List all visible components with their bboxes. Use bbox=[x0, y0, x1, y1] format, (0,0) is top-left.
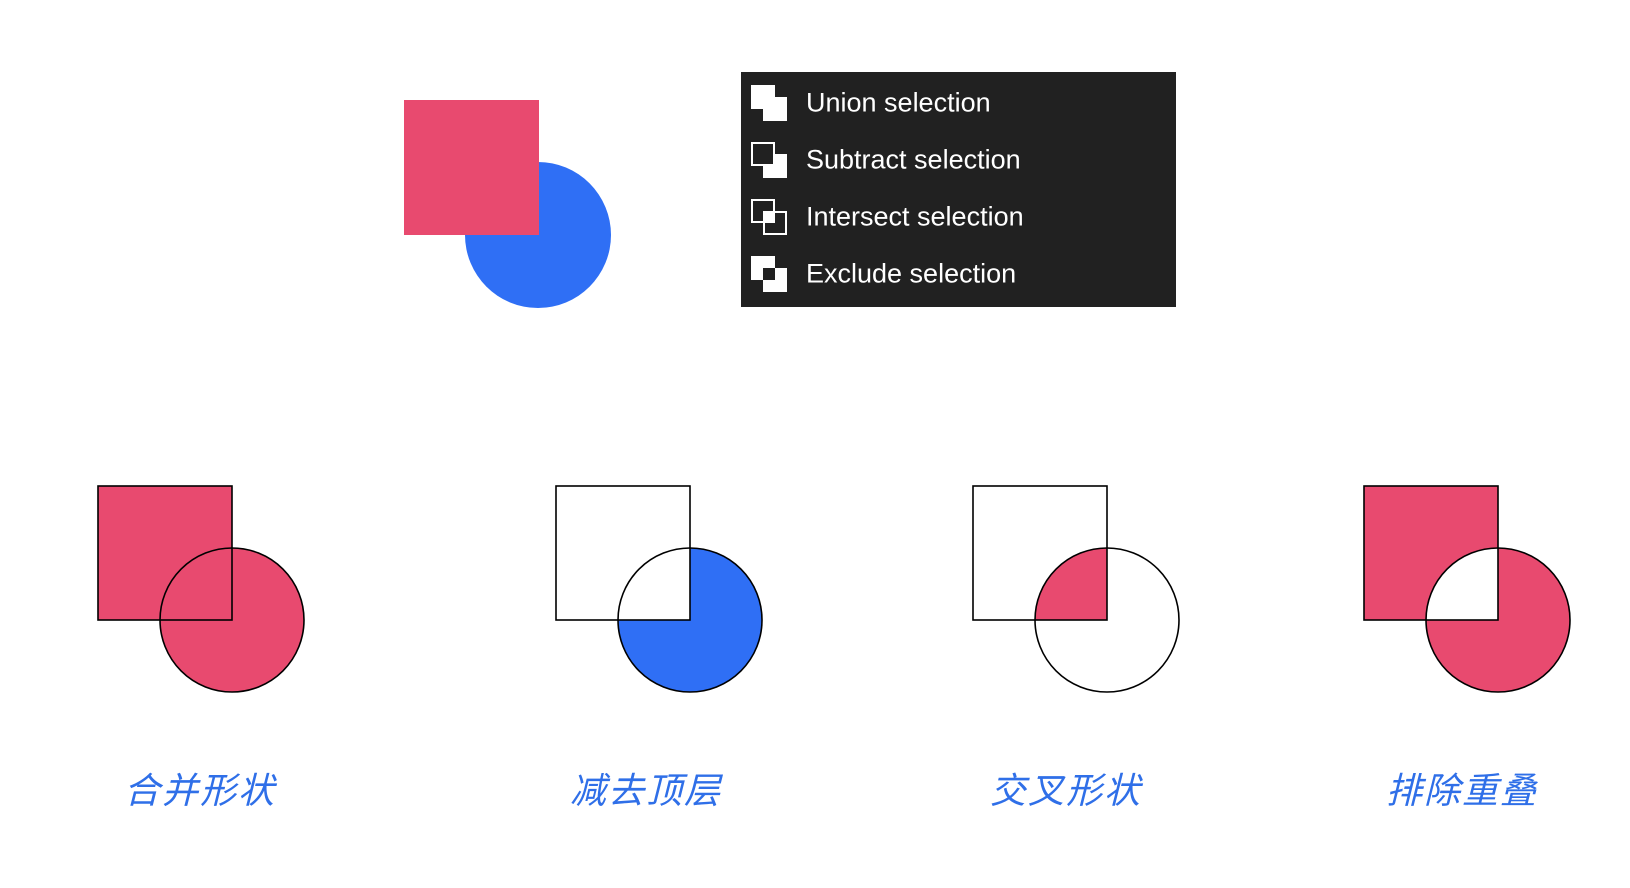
subtract-example bbox=[555, 485, 763, 693]
menu-item-label: Union selection bbox=[806, 87, 991, 118]
intersect-icon bbox=[751, 199, 787, 235]
intersect-circle-outline bbox=[1034, 547, 1180, 693]
menu-item-subtract[interactable]: Subtract selection bbox=[741, 135, 1176, 185]
exclude-icon bbox=[751, 256, 787, 292]
menu-item-label: Subtract selection bbox=[806, 144, 1021, 175]
menu-item-exclude[interactable]: Exclude selection bbox=[741, 249, 1176, 299]
union-icon bbox=[751, 85, 787, 121]
caption-union: 合并形状 bbox=[123, 771, 277, 812]
caption-intersect: 交叉形状 bbox=[989, 771, 1143, 812]
subtract-square-cut bbox=[556, 486, 690, 620]
source-shapes bbox=[404, 100, 611, 308]
subtract-icon bbox=[751, 142, 787, 178]
menu-item-label: Exclude selection bbox=[806, 258, 1017, 289]
source-square bbox=[404, 100, 539, 235]
menu-item-intersect[interactable]: Intersect selection bbox=[741, 192, 1176, 242]
union-circle-outline bbox=[159, 547, 305, 693]
subtract-circle-outline bbox=[617, 547, 763, 693]
boolean-operations-menu: Union selection Subtract selection Inter… bbox=[741, 72, 1176, 307]
subtract-square-outline bbox=[555, 485, 691, 621]
caption-subtract: 减去顶层 bbox=[569, 771, 723, 812]
caption-exclude: 排除重叠 bbox=[1385, 771, 1539, 812]
menu-item-label: Intersect selection bbox=[806, 201, 1024, 232]
exclude-overlap-hole bbox=[1426, 548, 1498, 620]
exclude-circle-outline bbox=[1425, 547, 1571, 693]
union-square-outline bbox=[97, 485, 233, 621]
intersect-example bbox=[972, 485, 1180, 693]
exclude-square-outline bbox=[1363, 485, 1499, 621]
intersect-square-outline bbox=[972, 485, 1108, 621]
menu-item-union[interactable]: Union selection bbox=[741, 78, 1176, 128]
intersect-overlap-fill bbox=[1035, 548, 1107, 620]
exclude-example bbox=[1363, 485, 1571, 693]
union-example bbox=[97, 485, 305, 693]
